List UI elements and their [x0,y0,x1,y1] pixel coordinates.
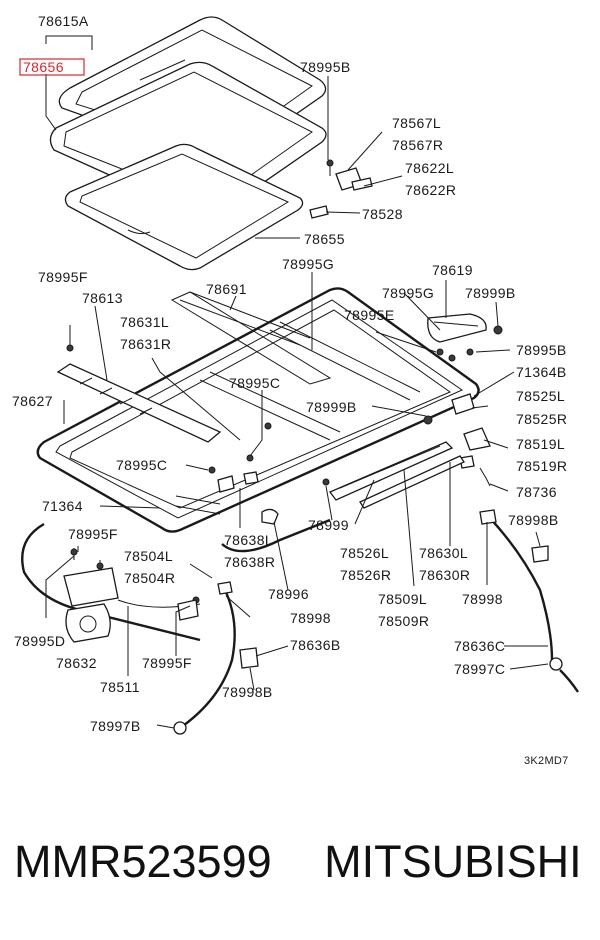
label-78995G-a: 78995G [282,256,334,272]
diagram-code: 3K2MD7 [524,755,569,767]
clip-78528 [309,205,329,219]
label-78519R: 78519R [516,458,567,474]
label-78525L: 78525L [516,388,565,404]
label-78691: 78691 [206,281,247,297]
label-78999B-b: 78999B [306,399,357,415]
label-78636C: 78636C [454,638,505,654]
label-78638L: 78638L [224,532,273,548]
label-78615A: 78615A [38,13,89,29]
label-78995D: 78995D [14,633,65,649]
label-78622R: 78622R [405,182,456,198]
label-78995B: 78995B [300,59,351,75]
label-71364B: 71364B [516,364,567,380]
label-78656-highlighted: 78656 [23,59,64,75]
label-78995E: 78995E [344,307,395,323]
label-78613: 78613 [82,290,123,306]
leader-lines [45,35,549,729]
label-78998B-b: 78998B [222,684,273,700]
label-78631L: 78631L [120,314,169,330]
drain-hose-front [179,587,236,729]
footer: MMR523599 MITSUBISHI [14,836,594,906]
rail-78526 [328,441,454,501]
label-78622L: 78622L [405,160,454,176]
label-78631R: 78631R [120,336,171,352]
motor-78632 [65,603,111,643]
label-78567R: 78567R [392,137,443,153]
label-78995F-b: 78995F [68,526,118,542]
part-number: MMR523599 [14,836,272,887]
upper-right-parts [255,131,403,239]
label-78504R: 78504R [124,570,175,586]
drain-hose-left [21,522,201,642]
bracket-78619 [427,313,487,343]
label-78995C-a: 78995C [229,375,280,391]
label-78525R: 78525R [516,411,567,427]
label-78996: 78996 [268,586,309,602]
label-78619: 78619 [432,262,473,278]
label-78509R: 78509R [378,613,429,629]
main-frame-outer [36,287,480,533]
label-78736: 78736 [516,484,557,500]
drain-hose-right [487,515,554,661]
sunroof-frame-assembly [36,287,480,533]
label-78630L: 78630L [419,545,468,561]
label-78526L: 78526L [340,545,389,561]
label-78632: 78632 [56,655,97,671]
label-78519L: 78519L [516,436,565,452]
label-71364: 71364 [42,498,83,514]
label-78995F-a: 78995F [38,269,88,285]
label-78998-a: 78998 [462,591,503,607]
label-78995G-b: 78995G [382,285,434,301]
label-78528: 78528 [362,206,403,222]
label-78638R: 78638R [224,554,275,570]
label-78998-b: 78998 [290,610,331,626]
clip-78998B [531,545,549,563]
label-78999: 78999 [308,517,349,533]
sunroof-exploded-diagram: 78656 78615A 78995B 78567L 78567R 78622L… [12,13,579,767]
label-78511: 78511 [100,679,140,695]
drain-hoses [21,509,579,735]
motor-bracket-parts [375,313,503,487]
label-78636B: 78636B [290,637,341,653]
label-78995B-b: 78995B [516,342,567,358]
label-78995C-b: 78995C [116,457,167,473]
label-78998B-a: 78998B [508,512,559,528]
label-78999B-a: 78999B [465,285,516,301]
glass-panel-assembly [49,16,327,271]
part-labels: 78656 78615A 78995B 78567L 78567R 78622L… [12,13,569,767]
label-78509L: 78509L [378,591,427,607]
highlight-box [19,58,85,76]
sunshade-78613 [56,363,222,443]
slide-rails [322,441,465,521]
label-78995F-c: 78995F [142,655,192,671]
brand-name: MITSUBISHI [324,836,582,887]
label-78627: 78627 [12,393,53,409]
label-78630R: 78630R [419,567,470,583]
label-78504L: 78504L [124,548,173,564]
label-78655: 78655 [304,231,345,247]
label-78997B: 78997B [90,718,141,734]
glass-frame [64,143,304,271]
label-78997C: 78997C [454,661,505,677]
label-78526R: 78526R [340,567,391,583]
motor-and-cables [63,422,331,643]
label-78567L: 78567L [392,115,441,131]
